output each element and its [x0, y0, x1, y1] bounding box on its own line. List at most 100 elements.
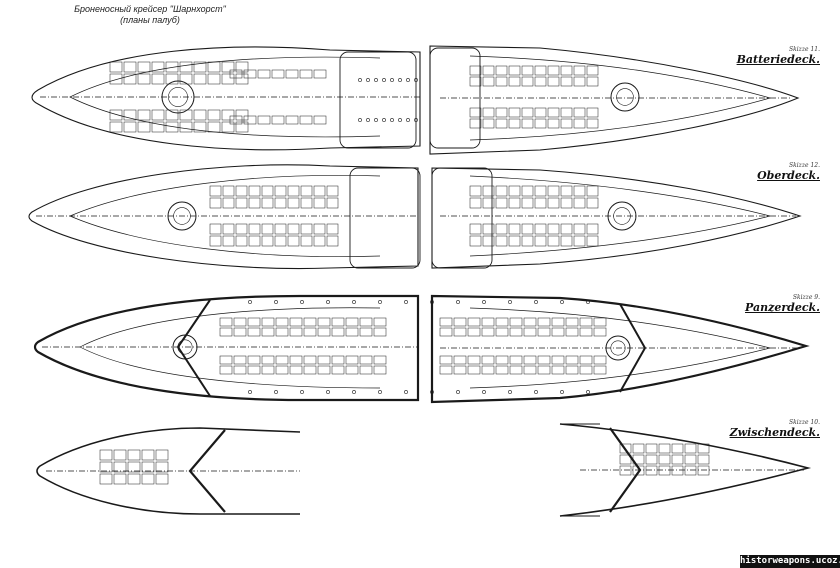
deck-name: Oberdeck. — [757, 169, 820, 182]
cabin — [467, 317, 481, 327]
cabin — [619, 454, 632, 465]
cabin — [547, 223, 560, 235]
deck-label-batteriedeck: Skizze 11. Batteriedeck. — [720, 46, 820, 66]
cabin — [285, 69, 299, 79]
cabin — [508, 118, 521, 129]
cabin — [313, 185, 326, 197]
cabin — [495, 365, 509, 375]
cabin — [684, 454, 697, 465]
cabin — [547, 76, 560, 87]
cabin — [495, 317, 509, 327]
cabin — [467, 327, 481, 337]
cabin — [257, 115, 271, 125]
cabin — [313, 69, 327, 79]
cabin — [534, 76, 547, 87]
cabin — [508, 185, 521, 197]
cabin — [359, 327, 373, 337]
cabin — [551, 365, 565, 375]
panzerdeck-stern-half — [430, 294, 810, 404]
cabin — [109, 73, 123, 85]
cabin — [560, 235, 573, 247]
cabin — [274, 185, 287, 197]
cabin — [313, 115, 327, 125]
cabin — [658, 443, 671, 454]
cabin — [508, 65, 521, 76]
cabin — [287, 185, 300, 197]
cabin — [697, 465, 710, 476]
cabin — [521, 235, 534, 247]
deck-name: Panzerdeck. — [745, 301, 820, 314]
cabin — [565, 327, 579, 337]
cabin — [481, 365, 495, 375]
cabin — [671, 465, 684, 476]
cabin — [261, 355, 275, 365]
cabin — [495, 223, 508, 235]
cabin — [534, 107, 547, 118]
oberdeck-bow-half — [28, 164, 419, 270]
cabin — [508, 76, 521, 87]
fitting — [374, 78, 378, 82]
cabin — [141, 473, 155, 485]
cabin — [151, 73, 165, 85]
cabin — [469, 197, 482, 209]
fitting — [508, 390, 512, 394]
cabin — [209, 197, 222, 209]
cabin — [261, 365, 275, 375]
cabin — [560, 185, 573, 197]
cabin — [221, 73, 235, 85]
zwischendeck-stern-part — [559, 423, 812, 517]
hull-outlines — [28, 45, 812, 517]
cabin — [151, 61, 165, 73]
cabin — [373, 355, 387, 365]
cabin — [534, 223, 547, 235]
cabin — [345, 365, 359, 375]
cabin — [233, 355, 247, 365]
cabin — [509, 365, 523, 375]
cabin — [565, 365, 579, 375]
cabin — [619, 465, 632, 476]
armour-bulkhead — [609, 427, 642, 513]
cabin — [261, 223, 274, 235]
cabin — [586, 107, 599, 118]
cabin — [537, 317, 551, 327]
deck-name: Batteriedeck. — [736, 53, 820, 66]
cabin — [495, 76, 508, 87]
cabin — [521, 107, 534, 118]
cabin — [373, 365, 387, 375]
fitting — [404, 390, 408, 394]
cabin — [671, 443, 684, 454]
fitting — [398, 78, 402, 82]
cabin — [684, 465, 697, 476]
fitting — [414, 78, 418, 82]
fitting — [586, 300, 590, 304]
cabin — [193, 61, 207, 73]
cabin — [221, 61, 235, 73]
armour-bulkhead — [619, 303, 647, 393]
cabin — [645, 443, 658, 454]
cabin — [317, 365, 331, 375]
cabin — [303, 355, 317, 365]
cabin — [193, 121, 207, 133]
cabin — [508, 223, 521, 235]
cabin — [469, 107, 482, 118]
drawing-title: Броненосный крейсер "Шарнхорст" — [74, 4, 226, 14]
hull-details — [36, 47, 804, 513]
cabin — [560, 118, 573, 129]
cabin — [508, 197, 521, 209]
turret-barbette — [607, 201, 637, 231]
cabin — [482, 107, 495, 118]
cabin — [482, 185, 495, 197]
fitting — [248, 390, 252, 394]
zwischendeck-bow-part — [36, 427, 301, 515]
inner-outline — [469, 55, 772, 141]
turret-ring — [173, 207, 191, 225]
cabin — [275, 365, 289, 375]
fitting — [358, 78, 362, 82]
cabin — [586, 76, 599, 87]
cabin — [123, 109, 137, 121]
cabin — [287, 223, 300, 235]
cabin — [271, 69, 285, 79]
cabin — [331, 355, 345, 365]
fitting — [430, 390, 434, 394]
cabin — [521, 65, 534, 76]
